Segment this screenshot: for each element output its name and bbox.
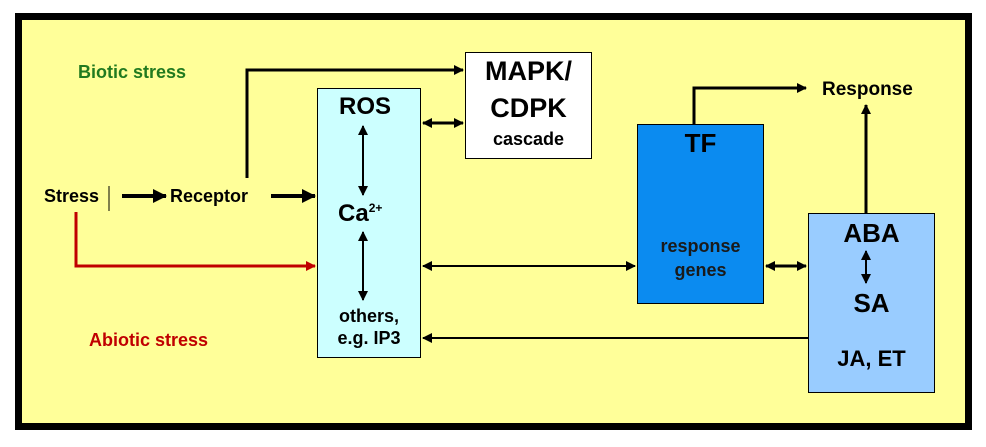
tf-to-response-arrow [692,83,807,124]
response-label: Response [822,79,913,100]
calcium-label: Ca2+ [338,200,382,228]
ip3-label: e.g. IP3 [337,328,401,348]
abiotic-arrow [74,212,316,271]
biotic-stress-label: Biotic stress [78,62,187,82]
ros-label: ROS [338,93,391,120]
abiotic-stress-label: Abiotic stress [89,330,209,350]
second-messenger-box [317,88,421,358]
mapk-cdpk-box [465,52,592,159]
tf-label: TF [684,128,717,158]
others-label: others, [338,306,399,326]
receptor-label: Receptor [170,186,249,206]
stress-label: Stress [44,186,100,206]
hormone-box [808,213,935,393]
aba-label: ABA [843,218,900,248]
response-genes-label-2: genes [674,260,727,280]
response-genes-label-1: response [660,236,741,256]
cascade-label: cascade [492,129,565,149]
calcium-charge: 2+ [368,201,383,215]
sa-label: SA [853,288,890,318]
receptor-to-mapk-arrow [245,65,464,178]
cdpk-label: CDPK [490,93,567,123]
ja-et-label: JA, ET [837,346,906,371]
calcium-symbol: Ca [338,200,369,227]
mapk-label: MAPK/ [485,56,572,86]
tf-box [637,124,764,304]
